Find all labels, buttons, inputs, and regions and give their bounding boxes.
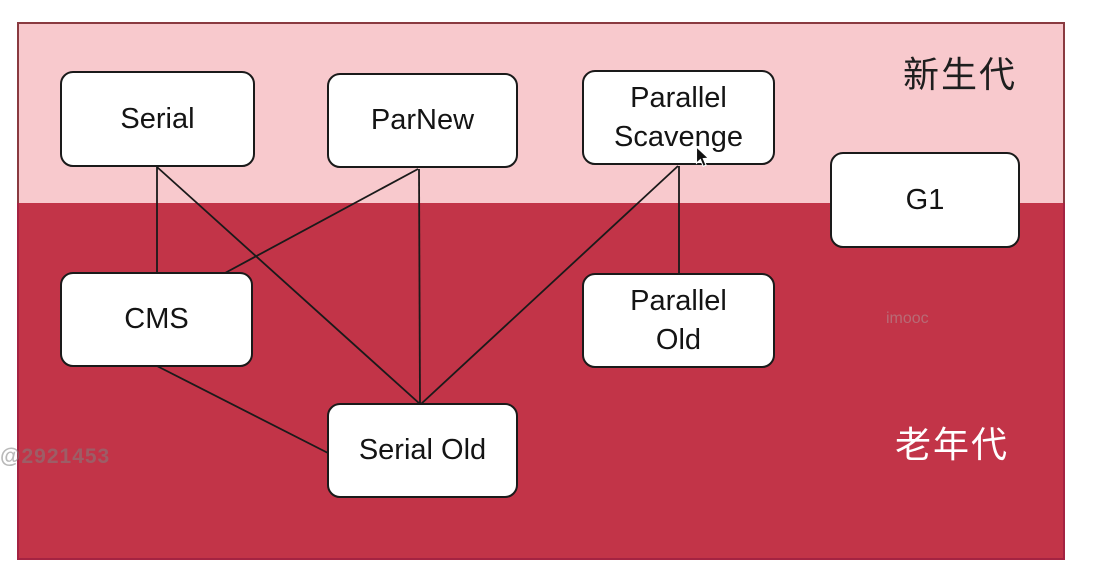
node-serial-old: Serial Old (327, 403, 518, 498)
node-parnew: ParNew (327, 73, 518, 168)
node-serial-old-label: Serial Old (358, 434, 487, 467)
node-g1-label: G1 (905, 183, 945, 216)
node-parallel-old-label: Parallel Old (630, 285, 727, 356)
node-cms-label: CMS (124, 303, 189, 336)
node-parallel-scavenge-label: Parallel Scavenge (614, 82, 743, 153)
node-cms: CMS (60, 272, 253, 367)
user-id-watermark: @2921453 (0, 445, 111, 468)
node-parnew-label: ParNew (370, 104, 475, 137)
old-generation-label: 老年代 (894, 424, 1010, 465)
old-generation-region (17, 203, 1065, 560)
young-generation-label: 新生代 (902, 54, 1018, 95)
node-serial: Serial (60, 71, 255, 167)
node-parallel-scavenge: Parallel Scavenge (582, 70, 775, 165)
node-parallel-old: Parallel Old (582, 273, 775, 368)
node-g1: G1 (830, 152, 1020, 248)
mouse-cursor-icon (695, 146, 710, 168)
node-serial-label: Serial (120, 102, 195, 135)
imooc-watermark: imooc (886, 310, 929, 327)
